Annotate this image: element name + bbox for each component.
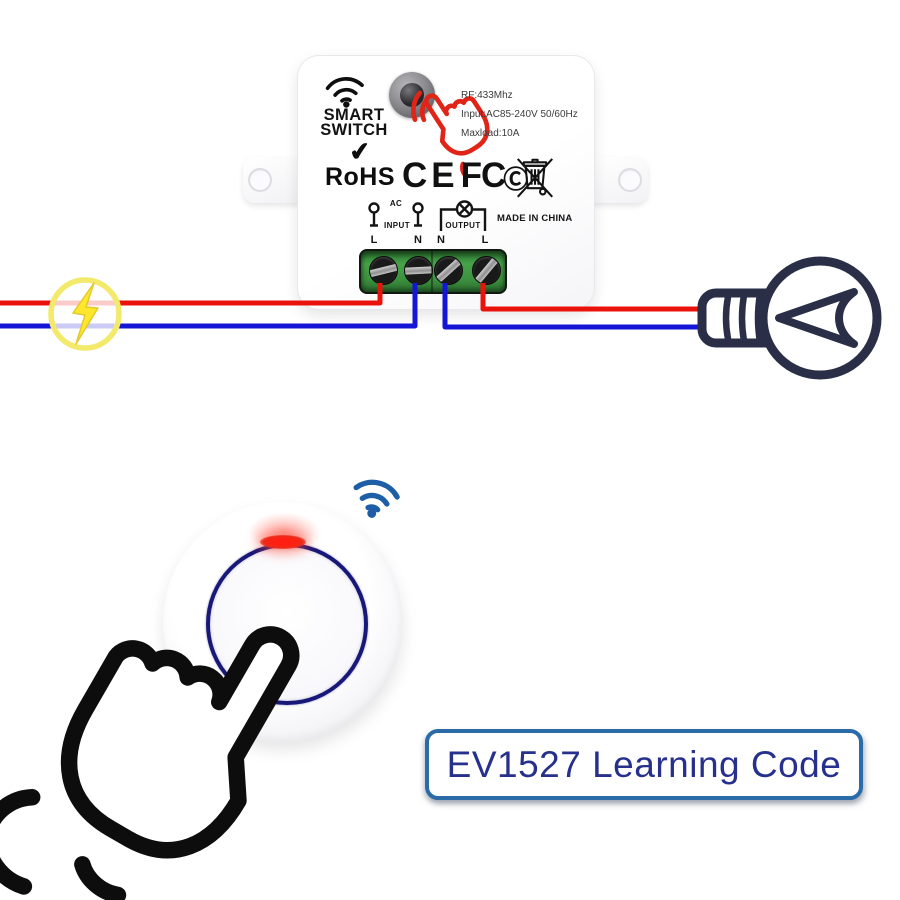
wifi-icon xyxy=(325,77,364,108)
legend-output: OUTPUT xyxy=(445,221,480,230)
screw-hole-icon xyxy=(248,168,272,192)
smart-switch-module: SMART SWITCH RF:433Mhz Input:AC85-240V 5… xyxy=(297,55,595,310)
rohs-mark: ✔ RoHS xyxy=(320,137,400,191)
brand-label: SMART SWITCH xyxy=(314,106,394,139)
mounting-ear-left xyxy=(243,157,299,203)
legend-ac: AC xyxy=(390,199,402,208)
brand-line1: SMART xyxy=(323,106,385,124)
mounting-ear-right xyxy=(592,157,648,203)
wiring-legend: AC INPUT OUTPUT L N N L xyxy=(368,199,489,246)
terminal-screw-n-in[interactable] xyxy=(404,256,433,285)
spec-text: RF:433Mhz Input:AC85-240V 50/60Hz Maxloa… xyxy=(461,90,591,147)
legend-input-n: N xyxy=(414,234,422,246)
certification-marks: CE FC Ⓒ xyxy=(402,156,528,196)
power-source-icon xyxy=(48,277,122,351)
learning-code-label: EV1527 Learning Code xyxy=(446,743,842,785)
terminal-screw-l-out[interactable] xyxy=(472,256,501,285)
rohs-label: RoHS xyxy=(324,163,396,191)
screw-hole-icon xyxy=(618,168,642,192)
legend-input: INPUT xyxy=(384,221,410,230)
terminal-screw-l-in[interactable] xyxy=(369,256,398,285)
learning-code-badge: EV1527 Learning Code xyxy=(425,729,863,800)
light-bulb-icon xyxy=(697,256,882,380)
spec-input: Input:AC85-240V 50/60Hz xyxy=(461,109,578,120)
legend-output-l: L xyxy=(482,234,489,246)
terminal-screw-n-out[interactable] xyxy=(434,256,463,285)
legend-input-l: L xyxy=(371,234,378,246)
made-in-label: MADE IN CHINA xyxy=(497,213,573,224)
legend-output-n: N xyxy=(437,234,445,246)
led-indicator xyxy=(260,535,306,549)
tap-hand-icon xyxy=(411,90,490,179)
terminal-block xyxy=(359,249,507,294)
spec-maxload: Maxload:10A xyxy=(461,128,520,139)
lightning-bolt-icon xyxy=(72,282,99,345)
brand-line2: SWITCH xyxy=(320,121,388,139)
weee-bin-icon xyxy=(516,158,554,198)
wifi-icon xyxy=(353,479,400,518)
pointing-hand-icon xyxy=(0,626,300,900)
ce-mark: CE xyxy=(402,156,459,195)
spec-rf: RF:433Mhz xyxy=(461,90,513,101)
fcc-mark: FC xyxy=(460,156,507,195)
